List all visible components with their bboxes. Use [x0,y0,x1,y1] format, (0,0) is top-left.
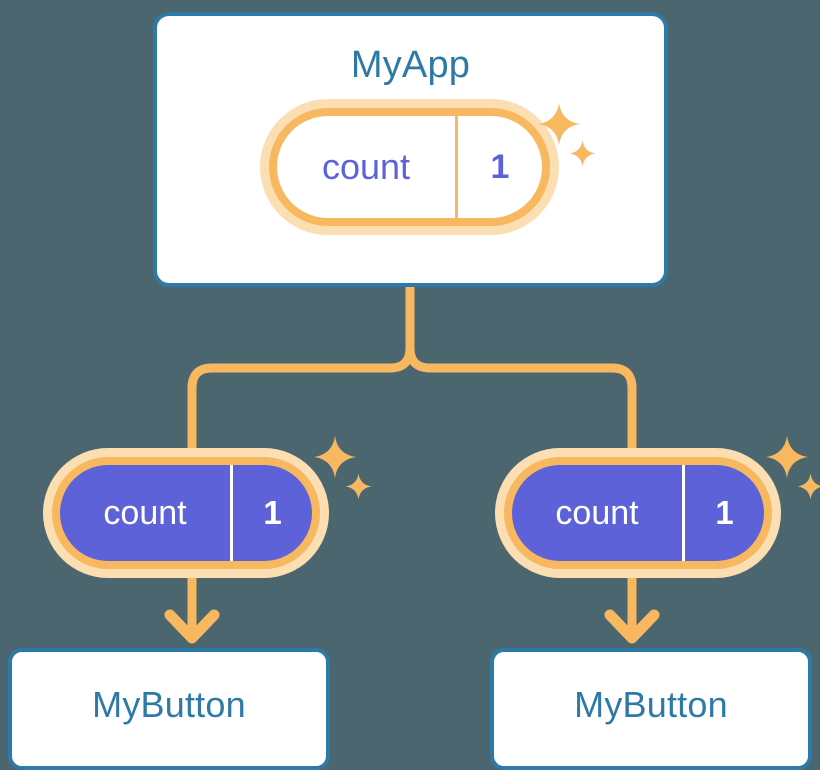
state-pill-key: count [555,493,639,532]
state-pill-value: 1 [230,465,312,561]
state-pill-value: 1 [682,465,764,561]
state-pill[interactable]: count 1 [504,457,772,569]
sparkle-icon-small [797,473,820,500]
connector-fork-right [405,343,637,457]
component-label: MyButton [574,684,728,725]
arrow-head-right [604,609,660,644]
component-label: MyButton [92,684,246,725]
state-pill-myapp[interactable]: count 1 [269,102,596,226]
state-pill[interactable]: count 1 [52,457,320,569]
page-title: MyApp [350,44,471,86]
sparkle-group-left [313,435,383,515]
state-pill-right-child[interactable]: count 1 [504,435,820,569]
component-card-mybutton-right[interactable]: MyButton [490,648,812,770]
state-pill-key: count [321,146,411,187]
component-card-mybutton-left[interactable]: MyButton [8,648,330,770]
state-pill-key: count [103,493,187,532]
sparkle-icon [765,435,809,479]
sparkle-icon [313,435,357,479]
connector-fork-left [187,343,415,457]
state-pill[interactable]: count 1 [269,108,550,226]
state-pill-value: 1 [455,116,542,218]
sparkle-group-right [765,435,820,515]
state-pill-left-child[interactable]: count 1 [52,435,372,569]
sparkle-icon-small [345,473,372,500]
arrow-head-left [164,609,220,644]
